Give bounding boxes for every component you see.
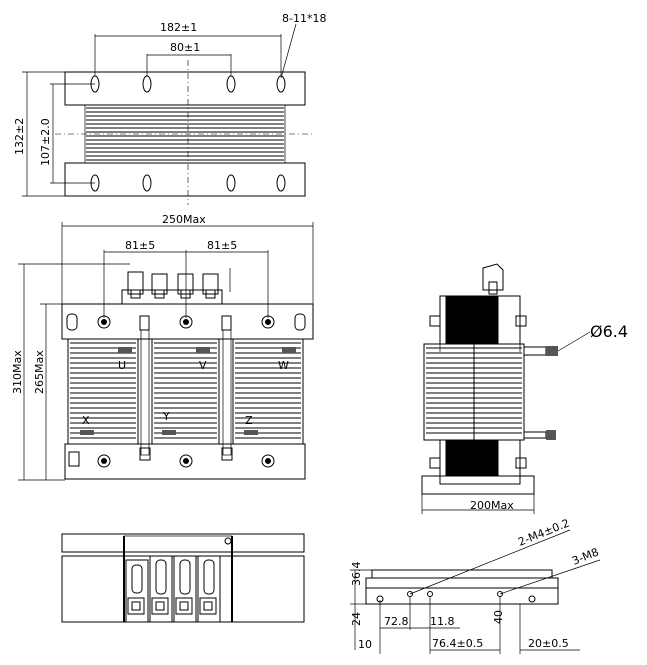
dim-len-c: 76.4±0.5: [432, 637, 483, 650]
lamination-lines: [86, 107, 284, 161]
phase-label-u: U: [118, 359, 126, 372]
side-top-core: [445, 295, 499, 345]
coil-winding-lines: [70, 342, 301, 439]
phase-label-w: W: [278, 359, 289, 372]
dim-slot-spec: 8-11*18: [282, 12, 326, 25]
dim-height-inner: 107±2.0: [39, 118, 52, 166]
dim-spacing-right: 81±5: [207, 239, 237, 252]
slot: [276, 174, 286, 192]
side-bottom-core: [445, 439, 499, 477]
slot: [142, 174, 152, 192]
slot: [226, 75, 236, 93]
dim-len-d: 20±0.5: [528, 637, 569, 650]
detail-base: [365, 587, 559, 605]
dim-overall-hole-span: 182±1: [160, 21, 197, 34]
slot: [276, 75, 286, 93]
mounting-detail-view: 2-M4±0.2 3-M8 36.4 24 10 72.8 11.8 76.4±…: [350, 516, 601, 654]
terminal-view: [61, 533, 305, 623]
terminal-view-body: [61, 555, 305, 623]
phase-label-x: X: [82, 414, 90, 427]
dim-width-max: 250Max: [162, 213, 206, 226]
dim-height-core: 265Max: [33, 350, 46, 394]
side-coil-lines: [426, 344, 522, 440]
detail-top-plate: [371, 569, 553, 579]
dim-len-a: 72.8: [384, 615, 409, 628]
terminal-view-top-plate: [61, 533, 305, 553]
dim-height-outer: 132±2: [13, 118, 26, 155]
dim-height-overall: 310Max: [11, 350, 24, 394]
dim-terminal-diameter: Ø6.4: [590, 322, 628, 341]
slot: [142, 75, 152, 93]
dim-len-b: 11.8: [430, 615, 455, 628]
phase-label-z: Z: [245, 414, 253, 427]
bottom-yoke: [64, 443, 306, 480]
front-view: 250Max 81±5 81±5: [11, 213, 314, 481]
bottom-clamp-plate: [64, 162, 306, 197]
dim-spacing-left: 81±5: [125, 239, 155, 252]
dim-height-c: 10: [358, 638, 372, 651]
phase-label-y: Y: [162, 410, 170, 423]
dim-height-b: 24: [350, 612, 363, 626]
side-view: Ø6.4 200Max: [421, 263, 628, 514]
dim-height-d: 40: [492, 610, 505, 624]
dim-inner-hole-span: 80±1: [170, 41, 200, 54]
phase-label-v: V: [199, 359, 207, 372]
dim-thread-spec: 3-M8: [570, 545, 600, 567]
slot: [226, 174, 236, 192]
terminal-block: [121, 289, 223, 305]
dim-depth-max: 200Max: [470, 499, 514, 512]
top-view: 182±1 80±1 8-11*18 132±2 107±2.0: [13, 12, 326, 205]
top-clamp-plate: [64, 71, 306, 106]
dim-height-a: 36.4: [350, 562, 363, 587]
